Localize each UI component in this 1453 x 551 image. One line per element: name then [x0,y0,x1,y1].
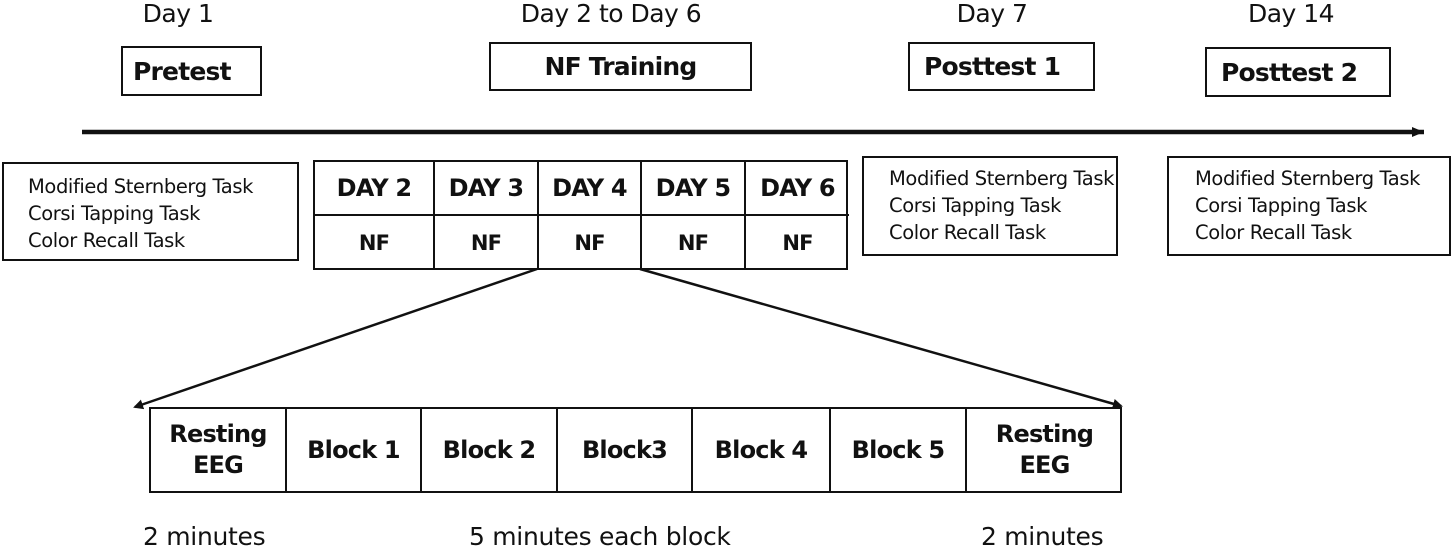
block-1: Block 1 [287,409,422,491]
task-item: Corsi Tapping Task [1195,194,1367,217]
block-label: Block 2 [442,435,536,464]
day-label-posttest2: Day 14 [1247,0,1335,28]
phase-box-nf-training: NF Training [489,42,752,91]
block-label: EEG [1019,451,1070,479]
nf-training-table: DAY 2 DAY 3 DAY 4 DAY 5 DAY 6 NF NF NF N… [313,160,849,270]
phase-label: NF Training [544,52,697,81]
phase-box-pretest: Pretest [121,46,262,96]
block-label: Block3 [581,435,668,464]
task-box-pretest: Modified Sternberg Task Corsi Tapping Ta… [2,162,299,261]
block-3: Block3 [558,409,693,491]
block-label: Block 1 [307,435,400,464]
nf-day-header: DAY 3 [435,162,539,216]
block-label: Block 4 [714,435,808,464]
day-label-posttest1: Day 7 [956,0,1028,28]
expand-arrow-left [133,267,538,410]
task-box-posttest2: Modified Sternberg Task Corsi Tapping Ta… [1167,156,1451,256]
phase-label: Pretest [133,56,232,86]
day-label-training: Day 2 to Day 6 [520,0,702,28]
nf-session-cell: NF [642,216,746,270]
phase-label: Posttest 1 [924,52,1061,81]
phase-label: Posttest 2 [1221,57,1358,87]
block-label: Block 5 [851,435,945,464]
block-label: EEG [192,451,244,479]
duration-start: 2 minutes [143,522,266,551]
task-item: Color Recall Task [1195,221,1352,244]
task-item: Modified Sternberg Task [1195,167,1420,190]
task-item: Corsi Tapping Task [889,194,1061,217]
block-label: Resting [995,420,1094,448]
block-5: Block 5 [831,409,967,491]
block-label: Resting [169,420,267,448]
phase-box-posttest2: Posttest 2 [1205,47,1391,97]
task-item: Color Recall Task [889,221,1046,244]
duration-end: 2 minutes [981,522,1104,551]
nf-day-header: DAY 5 [642,162,746,216]
expand-arrow-right [639,267,1123,409]
task-item: Corsi Tapping Task [28,202,200,225]
task-item: Modified Sternberg Task [28,175,253,198]
nf-session-cell: NF [315,216,435,270]
nf-day-header: DAY 6 [746,162,849,216]
duration-middle: 5 minutes each block [469,522,731,551]
nf-day-header: DAY 4 [539,162,642,216]
task-item: Color Recall Task [28,229,185,252]
nf-day-header: DAY 2 [315,162,435,216]
task-box-posttest1: Modified Sternberg Task Corsi Tapping Ta… [862,156,1118,256]
block-2: Block 2 [422,409,558,491]
day-label-pretest: Day 1 [142,0,214,28]
nf-session-cell-expanded: NF [539,216,642,270]
task-item: Modified Sternberg Task [889,167,1114,190]
block-4: Block 4 [693,409,831,491]
nf-session-cell: NF [782,231,813,255]
nf-session-cell: NF [435,216,539,270]
phase-box-posttest1: Posttest 1 [908,42,1095,91]
